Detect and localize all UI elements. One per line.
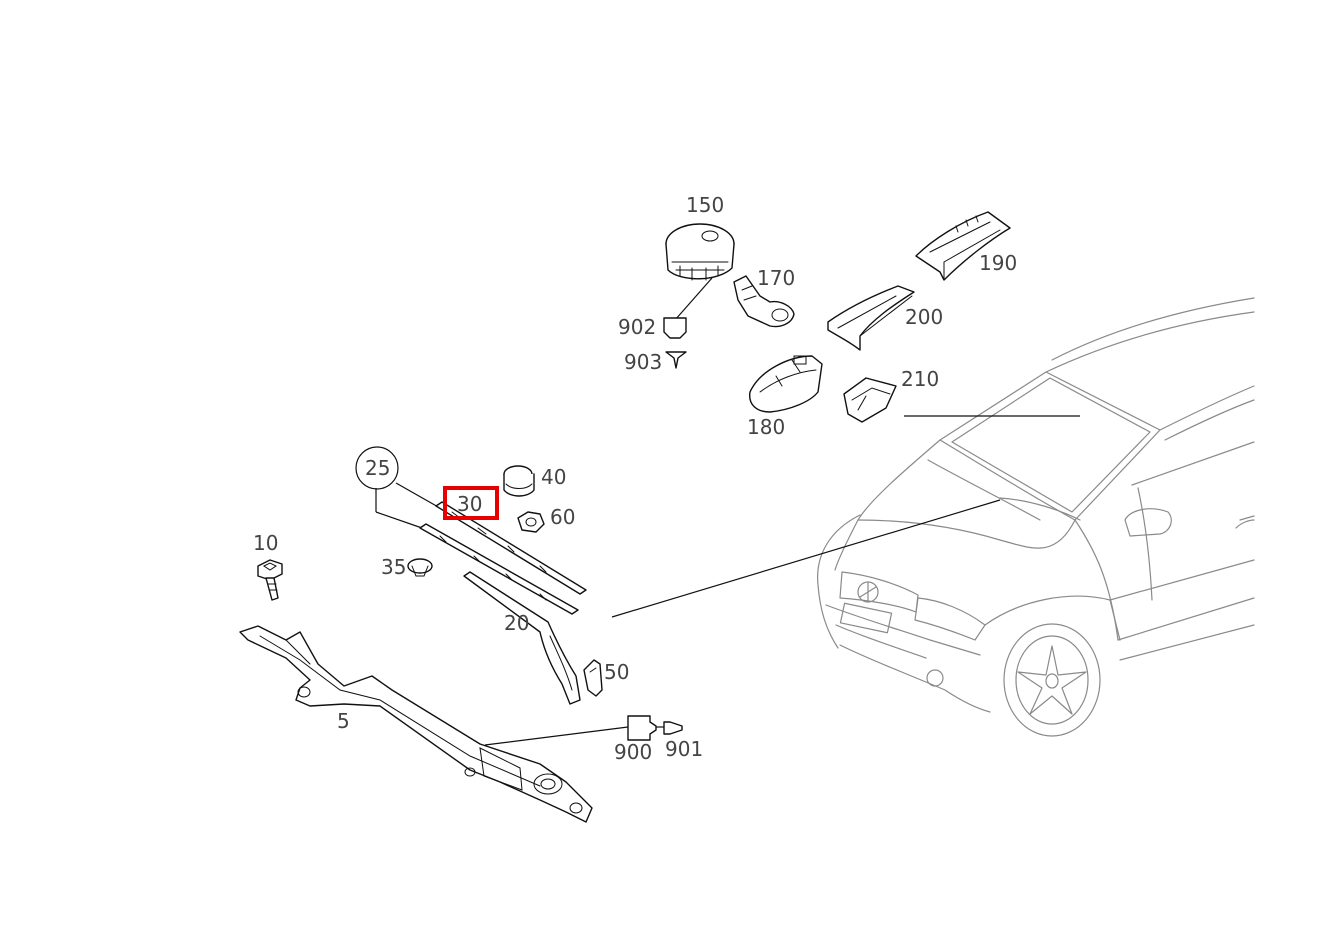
part-50-cap[interactable] xyxy=(583,659,603,697)
part-25-wiper-blade-set[interactable] xyxy=(419,523,579,615)
callout-25-circle xyxy=(355,446,399,490)
part-200-cowl-panel[interactable] xyxy=(827,285,915,351)
label-180[interactable]: 180 xyxy=(747,415,785,439)
label-900[interactable]: 900 xyxy=(614,740,652,764)
part-30-wiper-blade[interactable] xyxy=(435,501,587,595)
highlight-box-30 xyxy=(443,486,499,520)
label-150[interactable]: 150 xyxy=(686,193,724,217)
part-35-clip[interactable] xyxy=(407,558,433,577)
label-40[interactable]: 40 xyxy=(541,465,566,489)
part-60-nut[interactable] xyxy=(517,511,545,533)
leader-lines xyxy=(375,277,1080,746)
label-20[interactable]: 20 xyxy=(504,611,529,635)
label-200[interactable]: 200 xyxy=(905,305,943,329)
label-210[interactable]: 210 xyxy=(901,367,939,391)
label-60[interactable]: 60 xyxy=(550,505,575,529)
label-902[interactable]: 902 xyxy=(618,315,656,339)
part-902-connector[interactable] xyxy=(663,317,687,339)
part-900-connector[interactable] xyxy=(627,715,657,741)
label-25[interactable]: 25 xyxy=(365,456,390,480)
label-30[interactable]: 30 xyxy=(457,492,482,516)
label-5[interactable]: 5 xyxy=(337,709,350,733)
part-180-cover[interactable] xyxy=(749,355,823,413)
label-50[interactable]: 50 xyxy=(604,660,629,684)
label-190[interactable]: 190 xyxy=(979,251,1017,275)
label-170[interactable]: 170 xyxy=(757,266,795,290)
part-20-wiper-arm[interactable] xyxy=(463,571,581,705)
part-labels: 150 170 190 200 902 903 210 180 25 40 30… xyxy=(253,193,1017,764)
part-40-cap[interactable] xyxy=(503,465,535,497)
label-35[interactable]: 35 xyxy=(381,555,406,579)
part-5-wiper-linkage[interactable] xyxy=(239,625,593,823)
part-10-bolt[interactable] xyxy=(257,559,283,601)
label-901[interactable]: 901 xyxy=(665,737,703,761)
label-10[interactable]: 10 xyxy=(253,531,278,555)
part-150-sensor-housing[interactable] xyxy=(665,223,735,281)
part-901-pin[interactable] xyxy=(663,721,683,735)
part-210-clip[interactable] xyxy=(843,377,897,423)
part-170-bracket[interactable] xyxy=(733,275,795,328)
part-190-cowl-panel[interactable] xyxy=(915,211,1011,281)
label-903[interactable]: 903 xyxy=(624,350,662,374)
part-903-pin[interactable] xyxy=(665,351,687,369)
vehicle-illustration xyxy=(817,297,1255,737)
